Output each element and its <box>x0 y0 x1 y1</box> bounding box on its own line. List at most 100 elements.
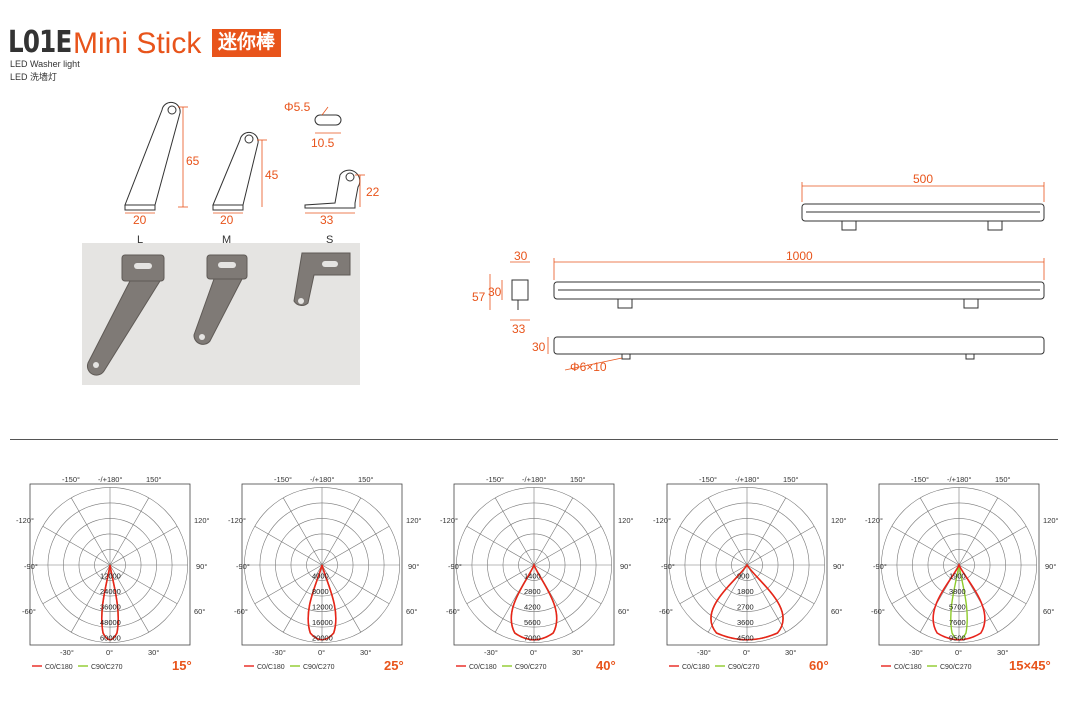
polar-angle-label: -/+180° <box>310 475 334 484</box>
polar-chart-svg: -150°-/+180°150°-120°120°-90°90°-60°60°-… <box>865 475 1059 673</box>
polar-spoke <box>282 564 323 633</box>
polar-angle-label: 60° <box>194 607 205 616</box>
section-divider <box>10 439 1058 440</box>
fixture-length-1000: 1000 <box>786 249 813 263</box>
polar-spoke <box>891 564 960 605</box>
beam-angle-label: 40° <box>596 658 616 673</box>
polar-spoke <box>958 525 1027 566</box>
polar-beam-c0 <box>307 564 337 641</box>
beam-angle-label: 60° <box>809 658 829 673</box>
bracket-s-width: 33 <box>320 213 334 227</box>
end-width-30: 30 <box>514 249 528 263</box>
polar-spoke <box>321 497 362 566</box>
polar-spoke <box>254 564 323 605</box>
polar-angle-label: 120° <box>618 516 634 525</box>
polar-angle-label: -90° <box>448 562 462 571</box>
polar-radial-tick: 16000 <box>312 618 333 627</box>
legend-c0-label: C0/C180 <box>682 664 710 671</box>
beam-angle-label: 15×45° <box>1009 658 1051 673</box>
polar-spoke <box>746 564 815 605</box>
polar-beam-c0 <box>932 563 986 641</box>
polar-spoke <box>679 564 748 605</box>
polar-angle-label: 90° <box>620 562 631 571</box>
polar-frame <box>241 483 403 646</box>
polar-angle-label: -60° <box>871 607 885 616</box>
bracket-l-height: 65 <box>186 154 200 168</box>
polar-radial-tick: 7600 <box>949 618 966 627</box>
bracket-s-outline <box>304 169 361 209</box>
end-height-30: 30 <box>488 285 502 299</box>
polar-angle-label: 30° <box>360 648 371 657</box>
polar-spoke <box>109 525 178 566</box>
polar-chart-5: -150°-/+180°150°-120°120°-90°90°-60°60°-… <box>865 470 1085 680</box>
polar-angle-label: 120° <box>831 516 847 525</box>
polar-chart-3: -150°-/+180°150°-120°120°-90°90°-60°60°-… <box>440 470 660 680</box>
polar-angle-label: 90° <box>833 562 844 571</box>
polar-spoke <box>494 497 535 566</box>
polar-spoke <box>42 564 111 605</box>
polar-angle-label: 120° <box>1043 516 1059 525</box>
bracket-l-hole <box>167 105 177 115</box>
polar-radial-tick: 2700 <box>737 603 754 612</box>
polar-spoke <box>466 564 535 605</box>
polar-angle-label: 150° <box>358 475 374 484</box>
bracket-photo <box>82 243 360 385</box>
polar-angle-label: -90° <box>873 562 887 571</box>
polar-spoke <box>109 497 150 566</box>
legend-c0-label: C0/C180 <box>469 664 497 671</box>
bracket-m-width: 20 <box>220 213 234 227</box>
polar-angle-label: -/+180° <box>522 475 546 484</box>
polar-radial-tick: 12000 <box>100 572 121 581</box>
polar-frame <box>666 483 828 646</box>
end-total-57: 57 <box>472 290 486 304</box>
bracket-s-height: 22 <box>366 185 380 199</box>
bracket-m-outline <box>212 131 259 206</box>
polar-radial-tick: 4000 <box>312 572 329 581</box>
polar-radial-tick: 20000 <box>312 634 333 643</box>
polar-spoke <box>321 564 390 605</box>
polar-chart-4: -150°-/+180°150°-120°120°-90°90°-60°60°-… <box>653 470 873 680</box>
polar-angle-label: 90° <box>1045 562 1056 571</box>
polar-angle-label: 120° <box>194 516 210 525</box>
polar-spoke <box>533 525 602 566</box>
polar-angle-label: -30° <box>272 648 286 657</box>
polar-angle-label: 30° <box>148 648 159 657</box>
polar-angle-label: -90° <box>661 562 675 571</box>
polar-angle-label: -60° <box>446 607 460 616</box>
polar-angle-label: -30° <box>909 648 923 657</box>
polar-angle-label: -150° <box>911 475 929 484</box>
beam-angle-label: 15° <box>172 658 192 673</box>
legend-c90-label: C90/C270 <box>303 664 335 671</box>
end-depth-33: 33 <box>512 322 526 336</box>
polar-radial-tick: 9500 <box>949 634 966 643</box>
polar-radial-tick: 1400 <box>524 572 541 581</box>
polar-radial-tick: 1800 <box>737 587 754 596</box>
legend-c90-label: C90/C270 <box>728 664 760 671</box>
polar-angle-label: 90° <box>196 562 207 571</box>
polar-radial-tick: 36000 <box>100 603 121 612</box>
side-height-30: 30 <box>532 340 546 354</box>
bracket-l-width: 20 <box>133 213 147 227</box>
bracket-l-label: L <box>137 234 143 246</box>
legend-c0-label: C0/C180 <box>257 664 285 671</box>
polar-angle-label: -120° <box>440 516 458 525</box>
bracket-m-base <box>212 204 244 211</box>
polar-chart-svg: -150°-/+180°150°-120°120°-90°90°-60°60°-… <box>16 475 210 673</box>
polar-frame <box>453 483 615 646</box>
polar-angle-label: -60° <box>659 607 673 616</box>
product-name-cn-badge: 迷你棒 <box>212 29 282 57</box>
bracket-m-label: M <box>222 234 231 246</box>
subtitle-en: LED Washer light <box>10 59 80 69</box>
polar-angle-label: -120° <box>16 516 34 525</box>
polar-angle-label: 60° <box>831 607 842 616</box>
polar-beam-c0 <box>710 563 784 641</box>
polar-radial-tick: 1900 <box>949 572 966 581</box>
polar-chart-svg: -150°-/+180°150°-120°120°-90°90°-60°60°-… <box>440 475 634 673</box>
polar-angle-label: -60° <box>22 607 36 616</box>
polar-radial-tick: 4200 <box>524 603 541 612</box>
fixture-length-500: 500 <box>913 172 933 186</box>
polar-chart-svg: -150°-/+180°150°-120°120°-90°90°-60°60°-… <box>228 475 422 673</box>
polar-spoke <box>533 564 602 605</box>
polar-spoke <box>746 564 787 633</box>
polar-radial-tick: 900 <box>737 572 750 581</box>
